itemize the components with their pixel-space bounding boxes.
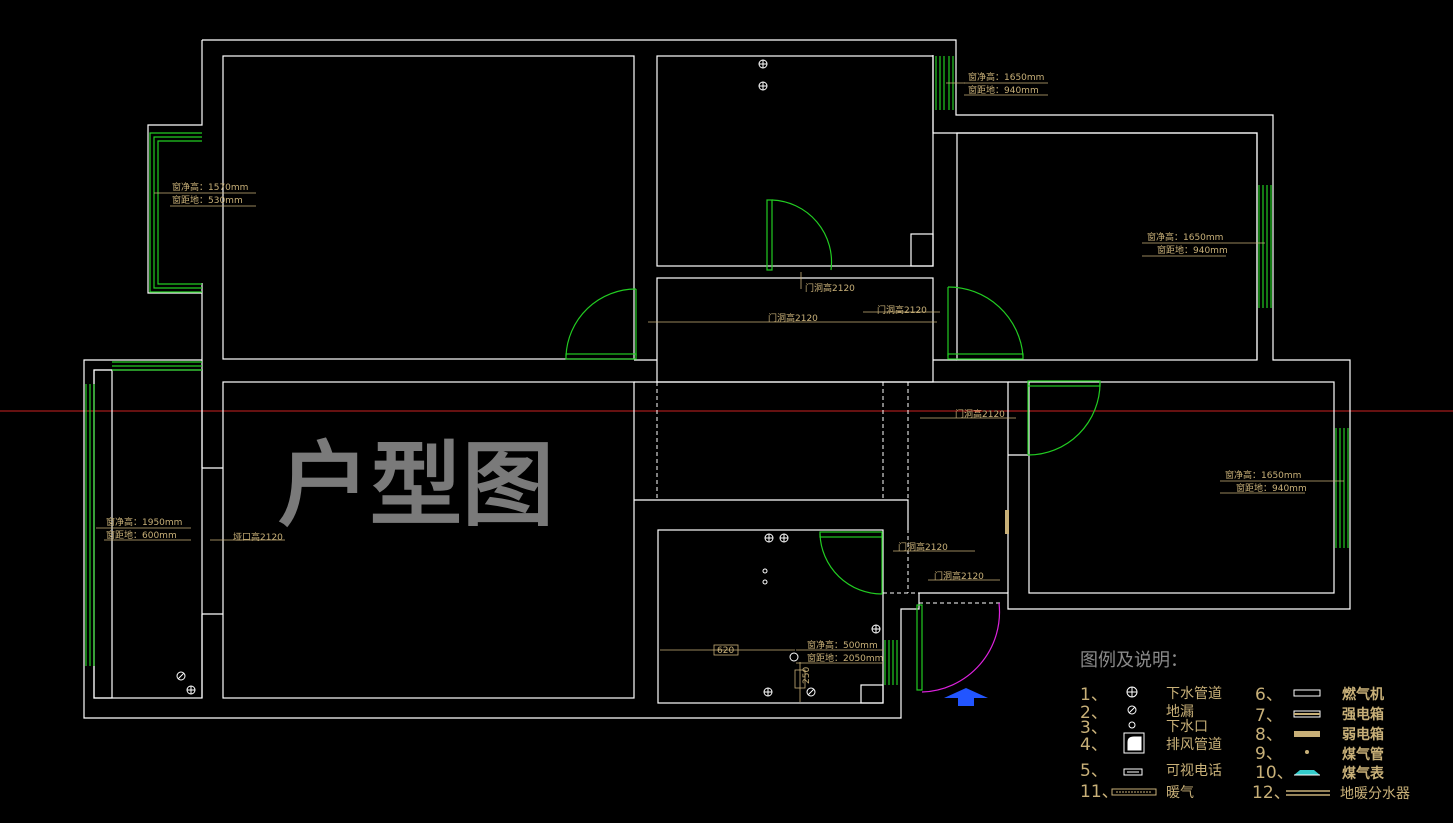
drain-pipe-icon: [1126, 686, 1138, 698]
door-top-left: [565, 288, 637, 360]
floor-drain-icon: [176, 671, 816, 697]
drain-pipe-icon: [186, 59, 881, 697]
windows: [85, 56, 1349, 685]
annotation-top-window-height: 窗净高：1650mm: [968, 71, 1044, 83]
legend-item-label: 强电箱: [1342, 706, 1384, 723]
annotation-door-height: 门洞高2120: [768, 312, 818, 324]
legend-item-label: 地暖分水器: [1340, 786, 1410, 802]
legend-item-number: 9、: [1255, 744, 1283, 764]
low-voltage-box-icon: [1294, 731, 1320, 737]
legend-item-number: 12、: [1252, 783, 1291, 803]
annotation-opening-height: 垭口高2120: [233, 531, 283, 543]
power-box-icon: [1005, 510, 1009, 534]
fixtures: [176, 59, 1009, 697]
legend-item-label: 排风管道: [1166, 737, 1222, 753]
annotation-far-left-window-sill: 窗距地：600mm: [106, 529, 177, 541]
window-right: [1258, 185, 1272, 308]
doors: [565, 199, 1101, 693]
annotation-left-window-height: 窗净高：1570mm: [172, 181, 248, 193]
legend-item-label: 煤气管: [1342, 746, 1384, 763]
drain-outlet-icon: [1128, 721, 1136, 729]
annotation-far-left-window-height: 窗净高：1950mm: [106, 516, 182, 528]
room-bathroom: [657, 529, 884, 704]
window-left-bay: [149, 132, 202, 293]
floor-drain-icon: [1127, 705, 1137, 715]
annotation-right-window-sill: 窗距地：940mm: [1157, 244, 1228, 256]
window-bathroom: [884, 640, 898, 685]
legend-item-number: 8、: [1255, 725, 1283, 745]
legend-item-label: 下水口: [1166, 719, 1208, 735]
video-phone-icon: [1123, 768, 1143, 776]
legend-item-label: 弱电箱: [1342, 726, 1384, 743]
room-bedroom-top-left: [222, 55, 635, 360]
gas-pipe-icon: [1305, 750, 1309, 754]
dimension-620: 620: [717, 646, 734, 656]
legend-item-label: 煤气表: [1342, 765, 1385, 782]
radiator-icon: [1111, 788, 1157, 796]
annotation-bath-window-height: 窗净高：500mm: [807, 639, 878, 651]
drain-outlet-icon: [762, 568, 799, 662]
annotation-left-window-sill: 窗距地：530mm: [172, 194, 243, 206]
legend-item-number: 6、: [1255, 685, 1283, 705]
legend-item-label: 可视电话: [1166, 763, 1222, 779]
room-bedroom-top-middle: [656, 55, 934, 267]
room-bedroom-top-right: [956, 132, 1258, 361]
annotation-door-height: 门洞高2120: [934, 570, 984, 582]
door-top-middle: [766, 199, 833, 271]
gas-meter-icon: [1294, 770, 1320, 776]
door-bathroom: [819, 531, 883, 595]
room-corridor: [656, 277, 934, 383]
annotation-door-height: 门洞高2120: [805, 282, 855, 294]
plan-title: 户型图: [278, 432, 554, 539]
annotation-far-right-window-sill: 窗距地：940mm: [1236, 482, 1307, 494]
dashed-openings: [201, 278, 1000, 614]
power-box-icon: [1293, 710, 1321, 718]
window-far-left: [85, 361, 202, 666]
door-entry: [916, 602, 1001, 693]
legend-item-label: 地漏: [1166, 704, 1194, 720]
annotation-right-window-height: 窗净高：1650mm: [1147, 231, 1223, 243]
room-bedroom-right: [1028, 381, 1335, 594]
room-outlines: [93, 55, 1335, 704]
entry-arrow-icon: [944, 688, 988, 706]
exhaust-duct-icon: [1123, 732, 1145, 754]
legend-item-number: 7、: [1255, 706, 1283, 726]
annotation-door-height: 门洞高2120: [898, 541, 948, 553]
legend-item-label: 下水管道: [1166, 686, 1222, 702]
dimension-lines: [96, 82, 1344, 702]
manifold-icon: [1286, 790, 1330, 796]
outer-walls: [83, 39, 1351, 719]
gas-heater-icon: [1293, 689, 1321, 697]
annotation-far-right-window-height: 窗净高：1650mm: [1225, 469, 1301, 481]
door-right-bedroom: [1027, 380, 1101, 456]
dimension-250: 250: [802, 667, 812, 684]
legend-item-number: 10、: [1255, 763, 1294, 783]
window-far-right: [1335, 428, 1349, 548]
legend-item-number: 5、: [1080, 761, 1108, 781]
legend-item-number: 2、: [1080, 703, 1108, 723]
legend-item-number: 11、: [1080, 782, 1119, 802]
legend-title: 图例及说明：: [1080, 650, 1188, 671]
annotations: 窗净高：1650mm 窗距地：940mm 窗净高：1570mm 窗距地：530m…: [106, 71, 1307, 684]
annotation-door-height: 门洞高2120: [877, 304, 927, 316]
annotation-bath-window-sill: 窗距地：2050mm: [807, 652, 883, 664]
door-top-right: [947, 286, 1024, 360]
legend-item-label: 燃气机: [1342, 686, 1384, 703]
annotation-top-window-sill: 窗距地：940mm: [968, 84, 1039, 96]
legend: 图例及说明： 1、 下水管道 2、 地漏 3、 下水口 4、 排风管道 5、 可…: [1080, 650, 1410, 803]
legend-item-number: 4、: [1080, 735, 1108, 755]
legend-item-number: 3、: [1080, 718, 1108, 738]
legend-item-label: 暖气: [1166, 785, 1194, 801]
legend-item-number: 1、: [1080, 685, 1108, 705]
annotation-door-height: 门洞高2120: [955, 408, 1005, 420]
